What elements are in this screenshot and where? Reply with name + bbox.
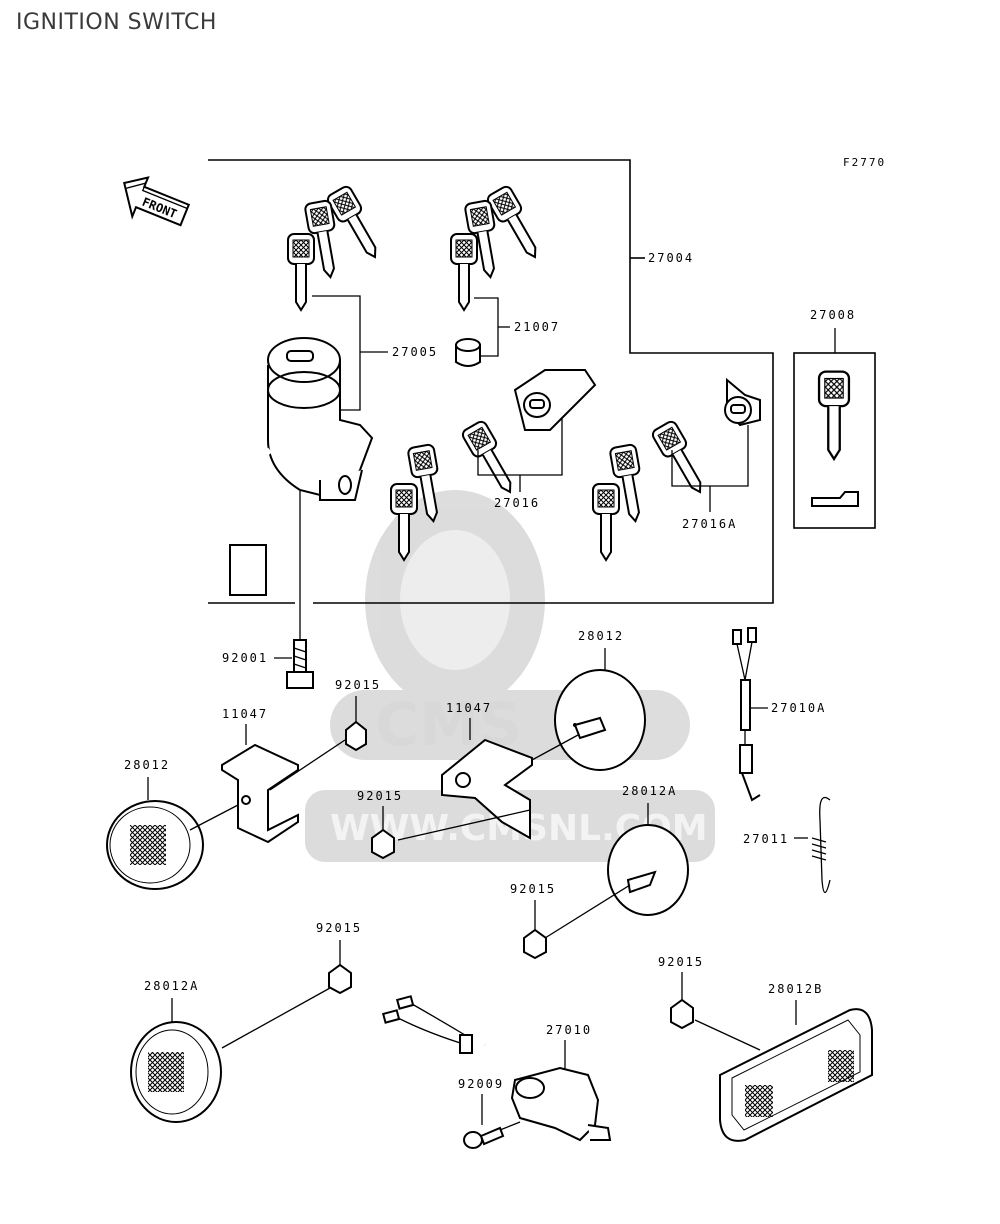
part-label-92015-e: 92015: [658, 955, 704, 969]
part-label-27010a: 27010A: [771, 701, 826, 715]
page-title: IGNITION SWITCH: [16, 10, 217, 35]
nut-92015-a: [345, 720, 367, 752]
part-label-21007: 21007: [514, 320, 560, 334]
bracket-11047-a: [221, 743, 299, 844]
nut-92015-b: [371, 828, 395, 860]
part-label-28012b: 28012B: [768, 982, 823, 996]
part-label-92015-b: 92015: [357, 789, 403, 803]
reflector-28012-a: [106, 800, 204, 890]
part-label-27004: 27004: [648, 251, 694, 265]
reflector-28012a-a: [607, 824, 689, 916]
part-label-27010: 27010: [546, 1023, 592, 1037]
part-label-11047-a: 11047: [222, 707, 268, 721]
lock-27016a: [724, 377, 761, 427]
part-label-28012-b: 28012: [578, 629, 624, 643]
part-label-92015-a: 92015: [335, 678, 381, 692]
bracket-11047-b: [441, 738, 533, 840]
part-label-27016a: 27016A: [682, 517, 737, 531]
reflector-28012a-b: [130, 1021, 222, 1123]
nut-92015-e: [670, 998, 694, 1030]
key-set-27005: [287, 183, 388, 311]
part-label-27008: 27008: [810, 308, 856, 322]
front-arrow-icon: FRONT: [123, 176, 191, 227]
key-set-27016a: [592, 418, 713, 561]
part-label-92015-c: 92015: [510, 882, 556, 896]
reflector-28012-b: [554, 669, 646, 771]
part-label-27005: 27005: [392, 345, 438, 359]
part-label-92001: 92001: [222, 651, 268, 665]
part-label-28012-a: 28012: [124, 758, 170, 772]
switch-27010: [381, 995, 612, 1142]
spring-27011: [811, 796, 831, 894]
bolt-92001: [286, 639, 314, 689]
part-label-92009: 92009: [458, 1077, 504, 1091]
part-label-11047-b: 11047: [446, 701, 492, 715]
key-box-27008: [793, 352, 876, 529]
switch-27010a: [732, 627, 761, 802]
part-label-28012a-b: 28012A: [144, 979, 199, 993]
part-label-28012a-a: 28012A: [622, 784, 677, 798]
figure-code: F2770: [843, 156, 886, 169]
part-label-27011: 27011: [743, 832, 789, 846]
reflector-28012b: [719, 1008, 873, 1142]
ignition-switch: [229, 337, 374, 596]
screw-92009: [463, 1121, 521, 1149]
nut-92015-c: [523, 928, 547, 960]
part-label-92015-d: 92015: [316, 921, 362, 935]
lock-27016: [513, 369, 597, 431]
key-27008: [817, 370, 851, 461]
assembly-box: [208, 159, 774, 604]
key-set-21007: [450, 183, 548, 311]
part-label-27016: 27016: [494, 496, 540, 510]
nut-92015-d: [328, 963, 352, 995]
